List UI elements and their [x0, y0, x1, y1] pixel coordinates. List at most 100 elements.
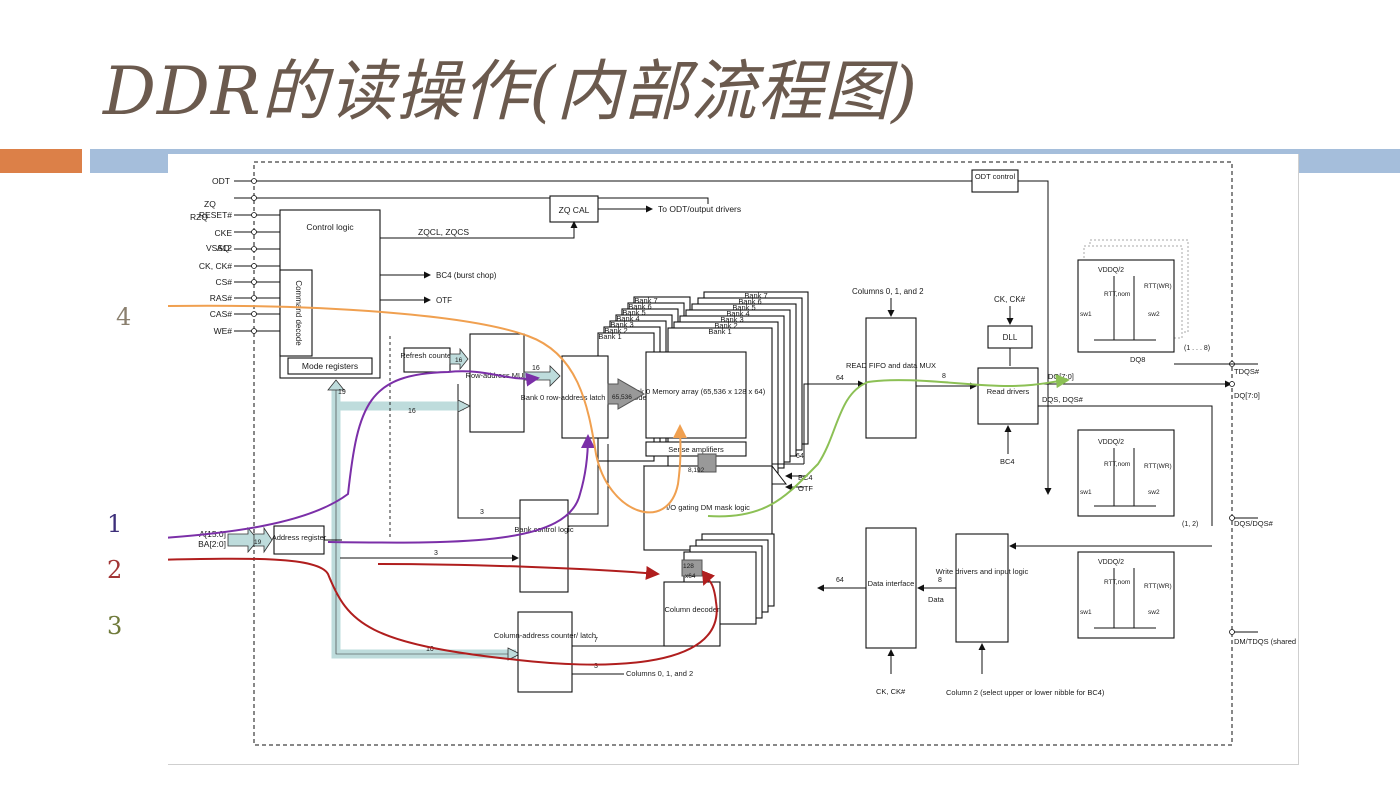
- memory-array-block: [645, 351, 747, 439]
- zq-cal-label: ZQ CAL: [559, 205, 590, 215]
- column-decoder-block: [663, 581, 721, 647]
- svg-text:RTT,nom: RTT,nom: [1104, 461, 1130, 468]
- step-marker-3: 3: [107, 612, 123, 640]
- pin-ba: BA[2:0]: [198, 539, 226, 549]
- svg-text:BC4: BC4: [1000, 457, 1015, 466]
- svg-text:Data: Data: [928, 595, 945, 604]
- step-marker-2: 2: [107, 556, 123, 584]
- svg-text:sw1: sw1: [1080, 609, 1092, 616]
- row-mux-block: [469, 333, 525, 433]
- svg-text:Bank 7: Bank 7: [744, 291, 767, 300]
- read-fifo-block: [865, 317, 917, 439]
- control-logic-label: Control logic: [306, 222, 354, 232]
- data-interface-label: Data interface: [868, 579, 915, 588]
- svg-text:OTF: OTF: [798, 484, 813, 493]
- mode-registers-block: [287, 357, 373, 375]
- read-fifo-label: READ FIFO and data MUX: [846, 361, 936, 370]
- sense-amps-block: [645, 441, 747, 457]
- svg-text:64: 64: [796, 453, 804, 460]
- svg-text:Bank 2: Bank 2: [604, 326, 627, 335]
- termination-block-top: VDDQ/2 RTT,nom RTT(WR) sw1 sw2: [1077, 239, 1189, 353]
- pin-cs: CS#: [215, 277, 232, 287]
- svg-text:DQ[7:0]: DQ[7:0]: [1048, 372, 1074, 381]
- svg-text:VDDQ/2: VDDQ/2: [1098, 439, 1124, 446]
- path-step1-purple: [147, 370, 540, 540]
- svg-text:Bank 3: Bank 3: [720, 315, 743, 324]
- svg-text:19: 19: [254, 539, 262, 546]
- svg-text:3: 3: [594, 663, 598, 670]
- data-interface-block: [865, 527, 917, 649]
- svg-text:64: 64: [836, 577, 844, 584]
- odt-control-label: ODT control: [975, 172, 1016, 181]
- pin-we: WE#: [214, 326, 233, 336]
- pin-a12: A12: [217, 243, 232, 253]
- sense-amps-label: Sense amplifiers: [668, 445, 724, 454]
- svg-text:Bank 6: Bank 6: [738, 297, 761, 306]
- svg-text:VDDQ/2: VDDQ/2: [1098, 559, 1124, 566]
- svg-text:VDDQ/2: VDDQ/2: [1098, 267, 1124, 274]
- tdqs-pin: TDQS#: [1234, 367, 1260, 376]
- svg-text:(1 . . . 8): (1 . . . 8): [1184, 345, 1210, 352]
- svg-text:64: 64: [836, 375, 844, 382]
- columns-012-bottom: Columns 0, 1, and 2: [626, 669, 693, 678]
- svg-text:sw2: sw2: [1148, 609, 1160, 616]
- svg-text:Bank 5: Bank 5: [732, 303, 755, 312]
- pin-rzq: RZQ: [190, 212, 208, 222]
- svg-text:16: 16: [455, 357, 463, 364]
- ddr-diagram-svg: ODT ZQ RZQ RESET# CKE VSSQ A12 CK, CK# C…: [147, 161, 1311, 746]
- svg-text:8: 8: [942, 373, 946, 380]
- input-pins: ODT ZQ RZQ RESET# CKE VSSQ A12 CK, CK# C…: [190, 176, 232, 549]
- address-register-label: Address register: [272, 533, 327, 542]
- svg-text:RTT,nom: RTT,nom: [1104, 291, 1130, 298]
- termination-block-bottom: VDDQ/2 RTT,nom RTT(WR) sw1 sw2: [1077, 551, 1175, 639]
- read-drivers-block: [977, 367, 1039, 425]
- svg-text:Bank 2: Bank 2: [714, 321, 737, 330]
- pin-reset: RESET#: [199, 210, 232, 220]
- refresh-counter-block: [403, 347, 451, 373]
- otf-label: OTF: [436, 296, 452, 305]
- svg-text:8,192: 8,192: [688, 467, 705, 474]
- dll-label: DLL: [1003, 333, 1018, 342]
- svg-text:Bank 3: Bank 3: [610, 320, 633, 329]
- step-marker-1: 1: [107, 510, 123, 538]
- svg-text:sw1: sw1: [1080, 489, 1092, 496]
- svg-text:CK, CK#: CK, CK#: [876, 687, 906, 696]
- pin-vssq: VSSQ: [206, 243, 230, 253]
- chip-boundary: [253, 161, 1233, 746]
- pin-ras: RAS#: [210, 293, 232, 303]
- pin-odt: ODT: [212, 176, 230, 186]
- svg-text:Bank 4: Bank 4: [726, 309, 749, 318]
- path-step4-orange: [167, 304, 688, 514]
- svg-text:x64: x64: [685, 573, 696, 580]
- to-odt-label: To ODT/output drivers: [658, 204, 741, 214]
- svg-text:128: 128: [683, 563, 694, 570]
- svg-text:Bank 1: Bank 1: [708, 327, 731, 336]
- command-decode-block: [279, 269, 313, 357]
- step-marker-4: 4: [116, 303, 132, 331]
- svg-text:Bank 5: Bank 5: [622, 308, 645, 317]
- svg-text:DQ8: DQ8: [1130, 355, 1145, 364]
- svg-text:Bank 1: Bank 1: [598, 332, 621, 341]
- svg-text:16: 16: [532, 365, 540, 372]
- zqcl-label: ZQCL, ZQCS: [418, 227, 469, 237]
- memory-array-label: Bank 0 Memory array (65,536 x 128 x 64): [627, 387, 766, 396]
- dq70-pin: DQ[7:0]: [1234, 391, 1260, 400]
- write-drivers-block: [955, 533, 1009, 643]
- pin-zq: ZQ: [204, 199, 216, 209]
- mode-registers-label: Mode registers: [302, 361, 358, 371]
- odt-control-block: [971, 169, 1019, 193]
- pin-ck: CK, CK#: [199, 261, 232, 271]
- pin-cke: CKE: [215, 228, 233, 238]
- svg-text:3: 3: [480, 509, 484, 516]
- svg-text:sw1: sw1: [1080, 311, 1092, 318]
- svg-text:(1, 2): (1, 2): [1182, 521, 1198, 528]
- svg-text:8: 8: [938, 577, 942, 584]
- svg-text:7: 7: [594, 637, 598, 644]
- svg-text:65,536: 65,536: [612, 394, 632, 401]
- svg-text:Bank 4: Bank 4: [616, 314, 639, 323]
- dqs-pin: DQS/DQS#: [1234, 519, 1274, 528]
- pin-cas: CAS#: [210, 309, 232, 319]
- io-gating-label: I/O gating DM mask logic: [666, 503, 750, 512]
- svg-text:Bank 6: Bank 6: [628, 302, 651, 311]
